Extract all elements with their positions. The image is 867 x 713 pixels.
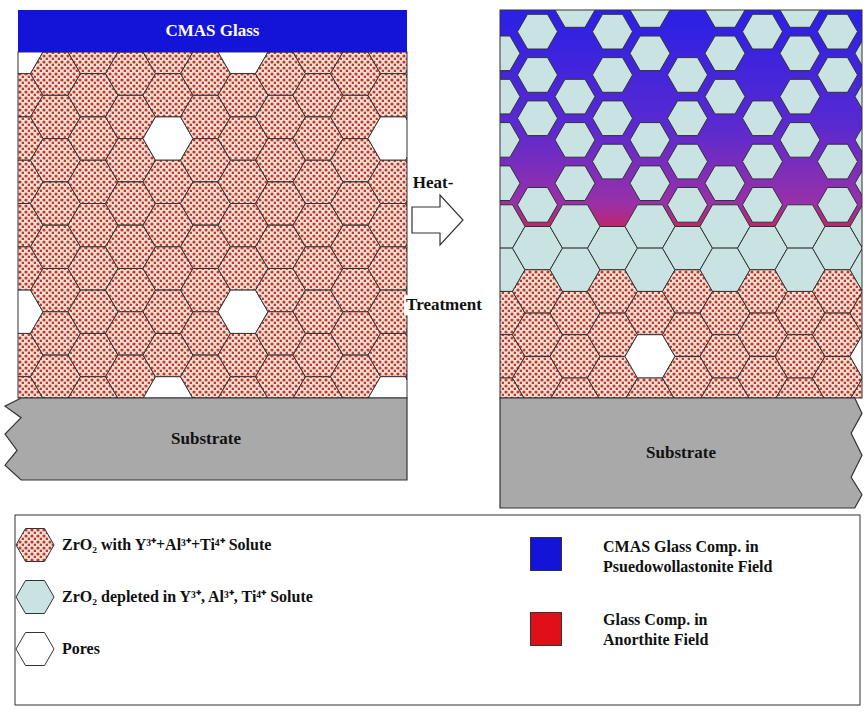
zirconia-grain (668, 101, 708, 136)
zirconia-grain (518, 14, 558, 49)
zirconia-grain (668, 58, 708, 93)
panel-outline (500, 10, 862, 398)
substrate-shape (500, 398, 862, 508)
zirconia-grain (500, 79, 520, 114)
zirconia-grain (368, 117, 407, 160)
zirconia-grain (555, 10, 595, 27)
zirconia-grain (743, 14, 783, 49)
zirconia-grain (593, 101, 633, 136)
zirconia-grain (630, 36, 670, 71)
zirconia-grain (850, 335, 862, 378)
zirconia-grain (705, 79, 745, 114)
zirconia-grain (555, 123, 595, 158)
substrate-block: Substrate (500, 398, 862, 508)
zirconia-grain (818, 14, 858, 49)
zirconia-grain (368, 74, 407, 117)
zirconia-grain (593, 58, 633, 93)
coating-outline (18, 52, 407, 398)
node-label: CMAS Glass (166, 21, 260, 41)
legend-text: Pores (62, 639, 502, 659)
zirconia-grain (780, 10, 820, 27)
zirconia-grain (668, 144, 708, 179)
zirconia-grain (555, 79, 595, 114)
node-label: Substrate (171, 429, 241, 449)
legend-hex-swatch (16, 581, 54, 614)
zirconia-grain (855, 79, 862, 114)
zirconia-grain (743, 188, 783, 223)
legend-text: CMAS Glass Comp. in Psuedowollastonite F… (603, 537, 853, 577)
zirconia-grain (743, 101, 783, 136)
zirconia-grain (630, 123, 670, 158)
zirconia-grain (780, 123, 820, 158)
coating-left (18, 52, 407, 398)
zirconia-grain (850, 378, 862, 398)
process-label: Treatment (404, 295, 484, 315)
zirconia-grain (818, 58, 858, 93)
substrate-shape (5, 398, 407, 480)
reacted-glass (500, 10, 862, 398)
zirconia-grain (855, 36, 862, 71)
zirconia-grain (518, 58, 558, 93)
zirconia-grain (855, 166, 862, 201)
substrate-block: Substrate (5, 398, 407, 480)
zirconia-grain (500, 166, 520, 201)
zirconia-grain (705, 10, 745, 27)
legend-swatch (530, 537, 562, 571)
zirconia-grain (780, 79, 820, 114)
legend-swatch (530, 612, 562, 646)
zirconia-grain (555, 166, 595, 201)
zirconia-grain (743, 144, 783, 179)
zirconia-grain (593, 144, 633, 179)
zirconia-grain (705, 166, 745, 201)
legend-text: ZrO₂ depleted in Y³⁺, Al³⁺, Ti⁴⁺ Solute (62, 587, 502, 607)
cmas-layer: CMAS Glass (18, 10, 407, 52)
zirconia-grain (850, 248, 862, 291)
zirconia-grain (368, 247, 407, 290)
coating-right (500, 10, 862, 398)
legend-box (15, 515, 860, 705)
legend-text: Glass Comp. in Anorthite Field (603, 610, 753, 650)
zirconia-grain (818, 144, 858, 179)
zirconia-grain (368, 333, 407, 376)
zirconia-grain (668, 188, 708, 223)
legend-text: ZrO₂ with Y³⁺+Al³⁺+Ti⁴⁺ Solute (62, 535, 502, 555)
zirconia-grain (818, 188, 858, 223)
zirconia-grain (500, 123, 520, 158)
zirconia-grain (500, 36, 520, 71)
zirconia-grain (850, 291, 862, 334)
zirconia-grain (630, 10, 670, 27)
zirconia-grain (855, 123, 862, 158)
zirconia-grain (593, 14, 633, 49)
zirconia-grain (368, 160, 407, 203)
coating-ground (18, 52, 407, 398)
zirconia-grain (368, 52, 407, 74)
zirconia-grain (518, 188, 558, 223)
legend-hex-swatch (16, 633, 54, 666)
zirconia-grain (518, 101, 558, 136)
node-label: Substrate (646, 443, 716, 463)
legend-hex-swatch (16, 529, 54, 562)
zirconia-grain (368, 377, 407, 398)
zirconia-grain (780, 36, 820, 71)
zirconia-grain (850, 205, 862, 248)
zirconia-grain (368, 204, 407, 247)
zirconia-grain (630, 166, 670, 201)
process-label: Heat- (411, 173, 456, 193)
zirconia-grain (705, 36, 745, 71)
process-arrow (412, 195, 463, 245)
zirconia-grain (368, 290, 407, 333)
